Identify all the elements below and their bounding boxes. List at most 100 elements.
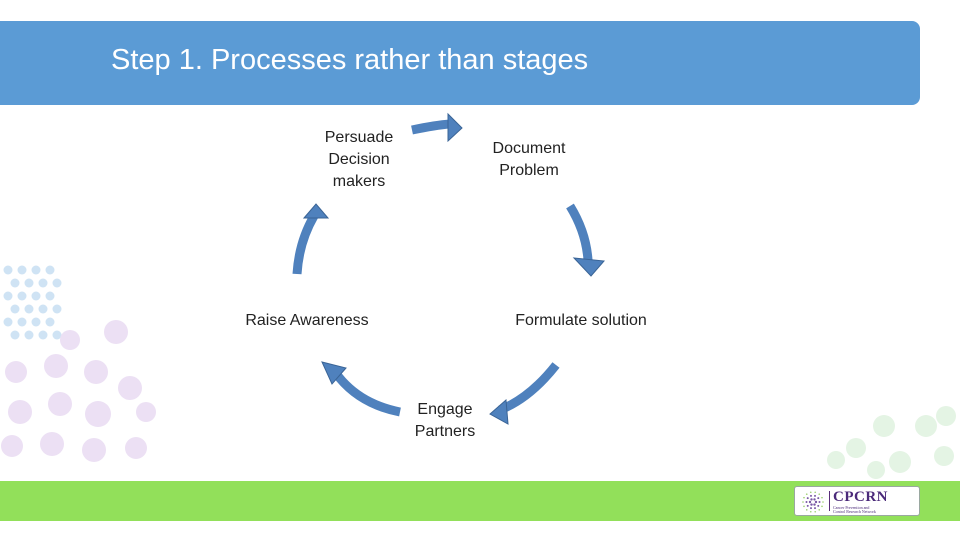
cpcrn-logo: CPCRN Cancer Prevention and Control Rese… — [794, 486, 920, 516]
decorative-dot-42 — [889, 451, 911, 473]
arrow-document-to-formulate — [566, 203, 606, 277]
arrow-engage-to-raise — [321, 361, 401, 417]
decorative-dot-20 — [10, 330, 20, 340]
decorative-dot-14 — [38, 304, 48, 314]
decorative-dot-7 — [52, 278, 62, 288]
logo-mark-dot — [809, 510, 812, 513]
decorative-dot-16 — [3, 317, 13, 327]
arrow-formulate-to-engage-head — [489, 398, 509, 425]
logo-mark-dot — [802, 501, 804, 503]
decorative-dot-30 — [85, 401, 111, 427]
logo-mark-dot — [814, 500, 818, 504]
decorative-dot-13 — [24, 304, 34, 314]
logo-mark-dot — [810, 503, 813, 506]
decorative-dot-45 — [867, 461, 885, 479]
logo-mark-dot — [806, 504, 809, 507]
decorative-dot-18 — [31, 317, 41, 327]
arrow-raise-to-persuade-head — [302, 203, 330, 219]
cpcrn-logo-mark-icon — [802, 491, 824, 513]
decorative-dot-1 — [17, 265, 27, 275]
arrow-raise-to-persuade-shape — [292, 213, 318, 275]
decorative-dot-38 — [873, 415, 895, 437]
arrow-engage-to-raise-head — [321, 361, 347, 385]
decorative-dot-24 — [5, 361, 27, 383]
arrow-document-to-formulate-shape — [566, 203, 593, 261]
decorative-dot-9 — [17, 291, 27, 301]
logo-mark-dot — [803, 496, 805, 499]
decorative-dot-32 — [1, 435, 23, 457]
decorative-dot-22 — [38, 330, 48, 340]
node-engage-partners: Engage Partners — [414, 401, 476, 440]
node-raise-awareness: Raise Awareness — [245, 312, 369, 329]
decorative-dot-25 — [44, 354, 68, 378]
logo-mark-dot — [814, 510, 817, 513]
decorative-dot-15 — [52, 304, 62, 314]
decorative-dot-6 — [38, 278, 48, 288]
decorative-dot-5 — [24, 278, 34, 288]
logo-mark-dot — [808, 500, 812, 504]
decorative-dot-43 — [934, 446, 954, 466]
decorative-dot-26 — [84, 360, 108, 384]
node-persuade-decision-makers: Persuade Decision makers — [324, 129, 394, 190]
arrow-formulate-to-engage — [489, 362, 560, 425]
logo-mark-dot — [817, 497, 820, 500]
logo-mark-dot — [822, 501, 824, 503]
decorative-dot-19 — [45, 317, 55, 327]
logo-mark-dot — [810, 498, 813, 501]
logo-mark-dot — [809, 507, 812, 510]
decorative-dot-34 — [82, 438, 106, 462]
logo-name: CPCRN — [833, 489, 888, 505]
arrow-persuade-to-document-shape — [411, 119, 451, 135]
decorative-dot-35 — [125, 437, 147, 459]
logo-mark-dot — [814, 491, 817, 494]
logo-mark-dot — [817, 504, 820, 507]
decorative-dot-17 — [17, 317, 27, 327]
logo-mark-dot — [818, 501, 821, 503]
decorative-dot-36 — [104, 320, 128, 344]
slide-title: Step 1. Processes rather than stages — [111, 44, 589, 76]
decorative-dot-44 — [827, 451, 845, 469]
decorative-dot-3 — [45, 265, 55, 275]
arrow-document-to-formulate-head — [572, 257, 606, 277]
decorative-dot-28 — [8, 400, 32, 424]
decorative-dot-23 — [52, 330, 62, 340]
logo-subtitle: Cancer Prevention and Control Research N… — [833, 505, 876, 514]
logo-mark-dot — [805, 509, 808, 511]
logo-mark-dot — [821, 505, 823, 508]
decorative-dot-31 — [136, 402, 156, 422]
logo-mark-dot — [805, 493, 808, 495]
decorative-dot-40 — [936, 406, 956, 426]
arrow-raise-to-persuade — [292, 203, 330, 275]
decorative-dot-41 — [846, 438, 866, 458]
arrow-persuade-to-document — [411, 112, 463, 143]
logo-mark-dot — [813, 503, 816, 506]
logo-mark-dot — [805, 501, 808, 503]
title-bar — [0, 21, 920, 105]
logo-mark-dot — [806, 497, 809, 500]
decorative-dot-12 — [10, 304, 20, 314]
logo-mark-dot — [814, 507, 817, 510]
decorative-dot-4 — [10, 278, 20, 288]
logo-mark-dot — [814, 494, 817, 497]
logo-mark-dot — [809, 494, 812, 497]
decorative-dot-33 — [40, 432, 64, 456]
node-document-problem: Document Problem — [492, 140, 566, 179]
logo-mark-dot — [818, 493, 821, 495]
decorative-dot-8 — [3, 291, 13, 301]
node-formulate-solution: Formulate solution — [515, 312, 647, 329]
decorative-dot-21 — [24, 330, 34, 340]
arrow-engage-to-raise-shape — [334, 373, 401, 417]
decorative-dot-2 — [31, 265, 41, 275]
logo-mark-dot — [818, 509, 821, 511]
logo-mark-dot — [809, 491, 812, 494]
arrow-persuade-to-document-head — [447, 112, 463, 143]
logo-mark-dot — [803, 505, 805, 508]
decorative-dot-29 — [48, 392, 72, 416]
logo-mark-dot — [821, 496, 823, 499]
arrow-formulate-to-engage-shape — [498, 362, 560, 415]
logo-mark-dot — [813, 498, 816, 501]
decorative-dot-0 — [3, 265, 13, 275]
